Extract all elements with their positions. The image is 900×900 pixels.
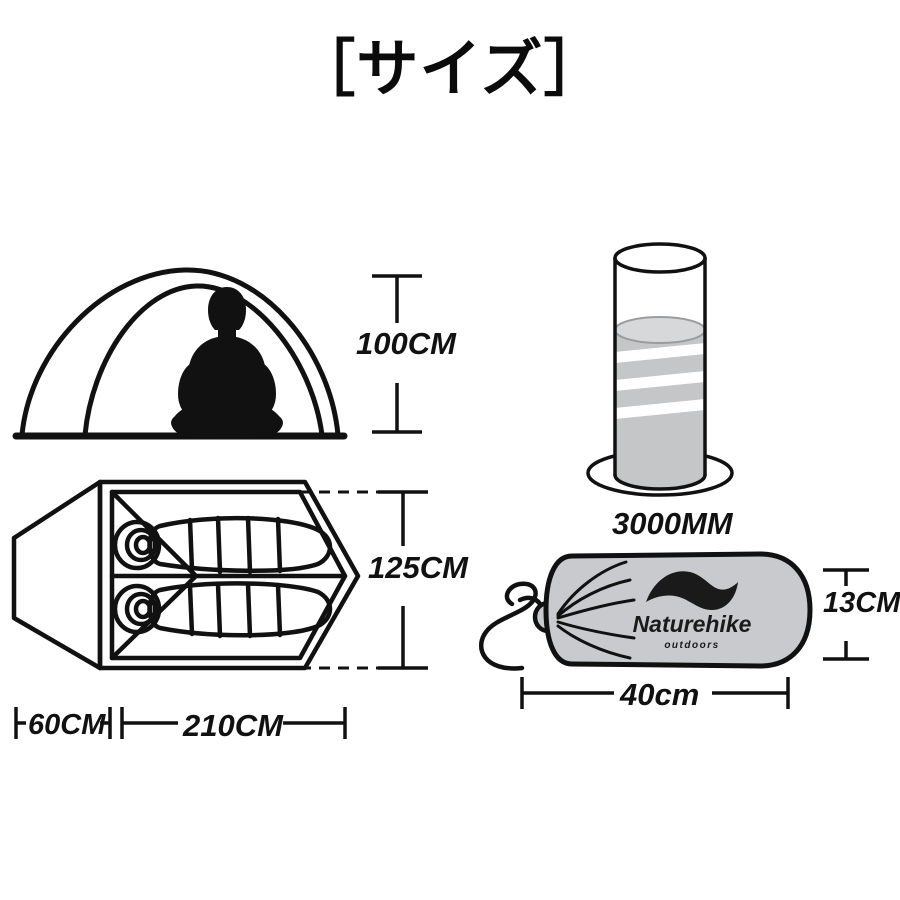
dimension-tent-length bbox=[120, 707, 347, 739]
dimension-label-vestibule-width: 60CM bbox=[28, 709, 106, 741]
tent-side-view bbox=[0, 240, 360, 450]
dimension-label-tent-height: 100CM bbox=[356, 326, 456, 361]
dimension-label-bag-width: 40cm bbox=[620, 677, 700, 712]
dimension-bag-height bbox=[823, 568, 869, 661]
dimension-vestibule-width bbox=[14, 707, 112, 739]
page-title: ［サイズ］ bbox=[293, 32, 607, 105]
tent-top-view bbox=[0, 460, 380, 690]
waterproof-column bbox=[560, 230, 760, 510]
stuff-sack: Naturehike outdoors bbox=[450, 540, 830, 690]
person-silhouette bbox=[171, 287, 283, 439]
brand-subtitle: outdoors bbox=[664, 640, 719, 651]
dimension-bag-width bbox=[520, 677, 790, 709]
dimension-label-tent-length: 210CM bbox=[183, 708, 283, 743]
brand-name: Naturehike bbox=[633, 611, 752, 637]
dimension-label-tent-width: 125CM bbox=[368, 550, 468, 585]
dimension-label-waterproof-rating: 3000MM bbox=[612, 506, 733, 541]
dimension-tent-width bbox=[300, 490, 428, 670]
dimension-label-bag-height: 13CM bbox=[823, 587, 900, 619]
dimension-tent-height bbox=[372, 274, 422, 434]
naturehike-logo-mark bbox=[646, 571, 738, 610]
